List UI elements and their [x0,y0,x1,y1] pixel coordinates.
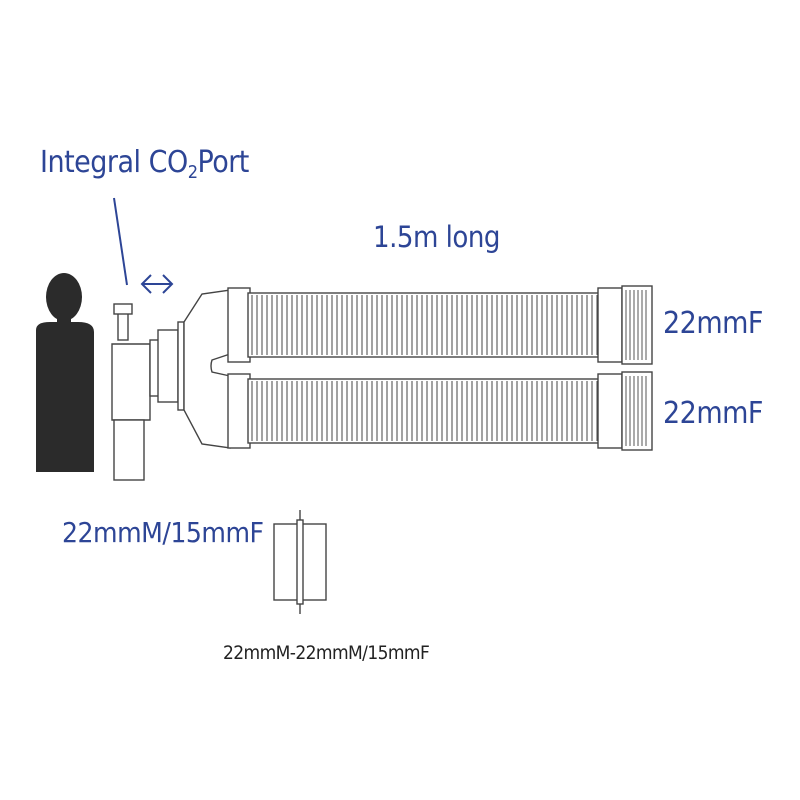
co2-port-label: Integral CO2Port [40,145,249,183]
double-arrow-icon [140,274,174,294]
tube-lower-connector-label: 22mmF [663,396,763,431]
patient-connector-label: 22mmM/15mmF [62,516,264,549]
adapter-connector [273,510,327,614]
corrugated-tube-upper [227,285,653,365]
adapter-connector-label: 22mmM-22mmM/15mmF [223,642,430,664]
person-silhouette-icon [36,273,94,472]
elbow-connector [111,303,185,481]
tube-length-label: 1.5m long [373,220,501,254]
tube-upper-connector-label: 22mmF [663,306,763,341]
y-piece [183,289,231,449]
co2-port-pointer-line [113,197,128,286]
corrugated-tube-lower [227,371,653,451]
